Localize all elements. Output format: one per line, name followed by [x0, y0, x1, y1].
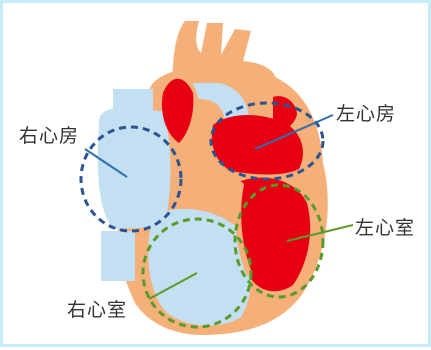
- left-ventricle-label: 左心室: [355, 213, 415, 240]
- right-atrium-label: 右心房: [19, 121, 79, 148]
- right-ventricle-label: 右心室: [67, 295, 127, 322]
- left-atrium-label: 左心房: [336, 99, 396, 126]
